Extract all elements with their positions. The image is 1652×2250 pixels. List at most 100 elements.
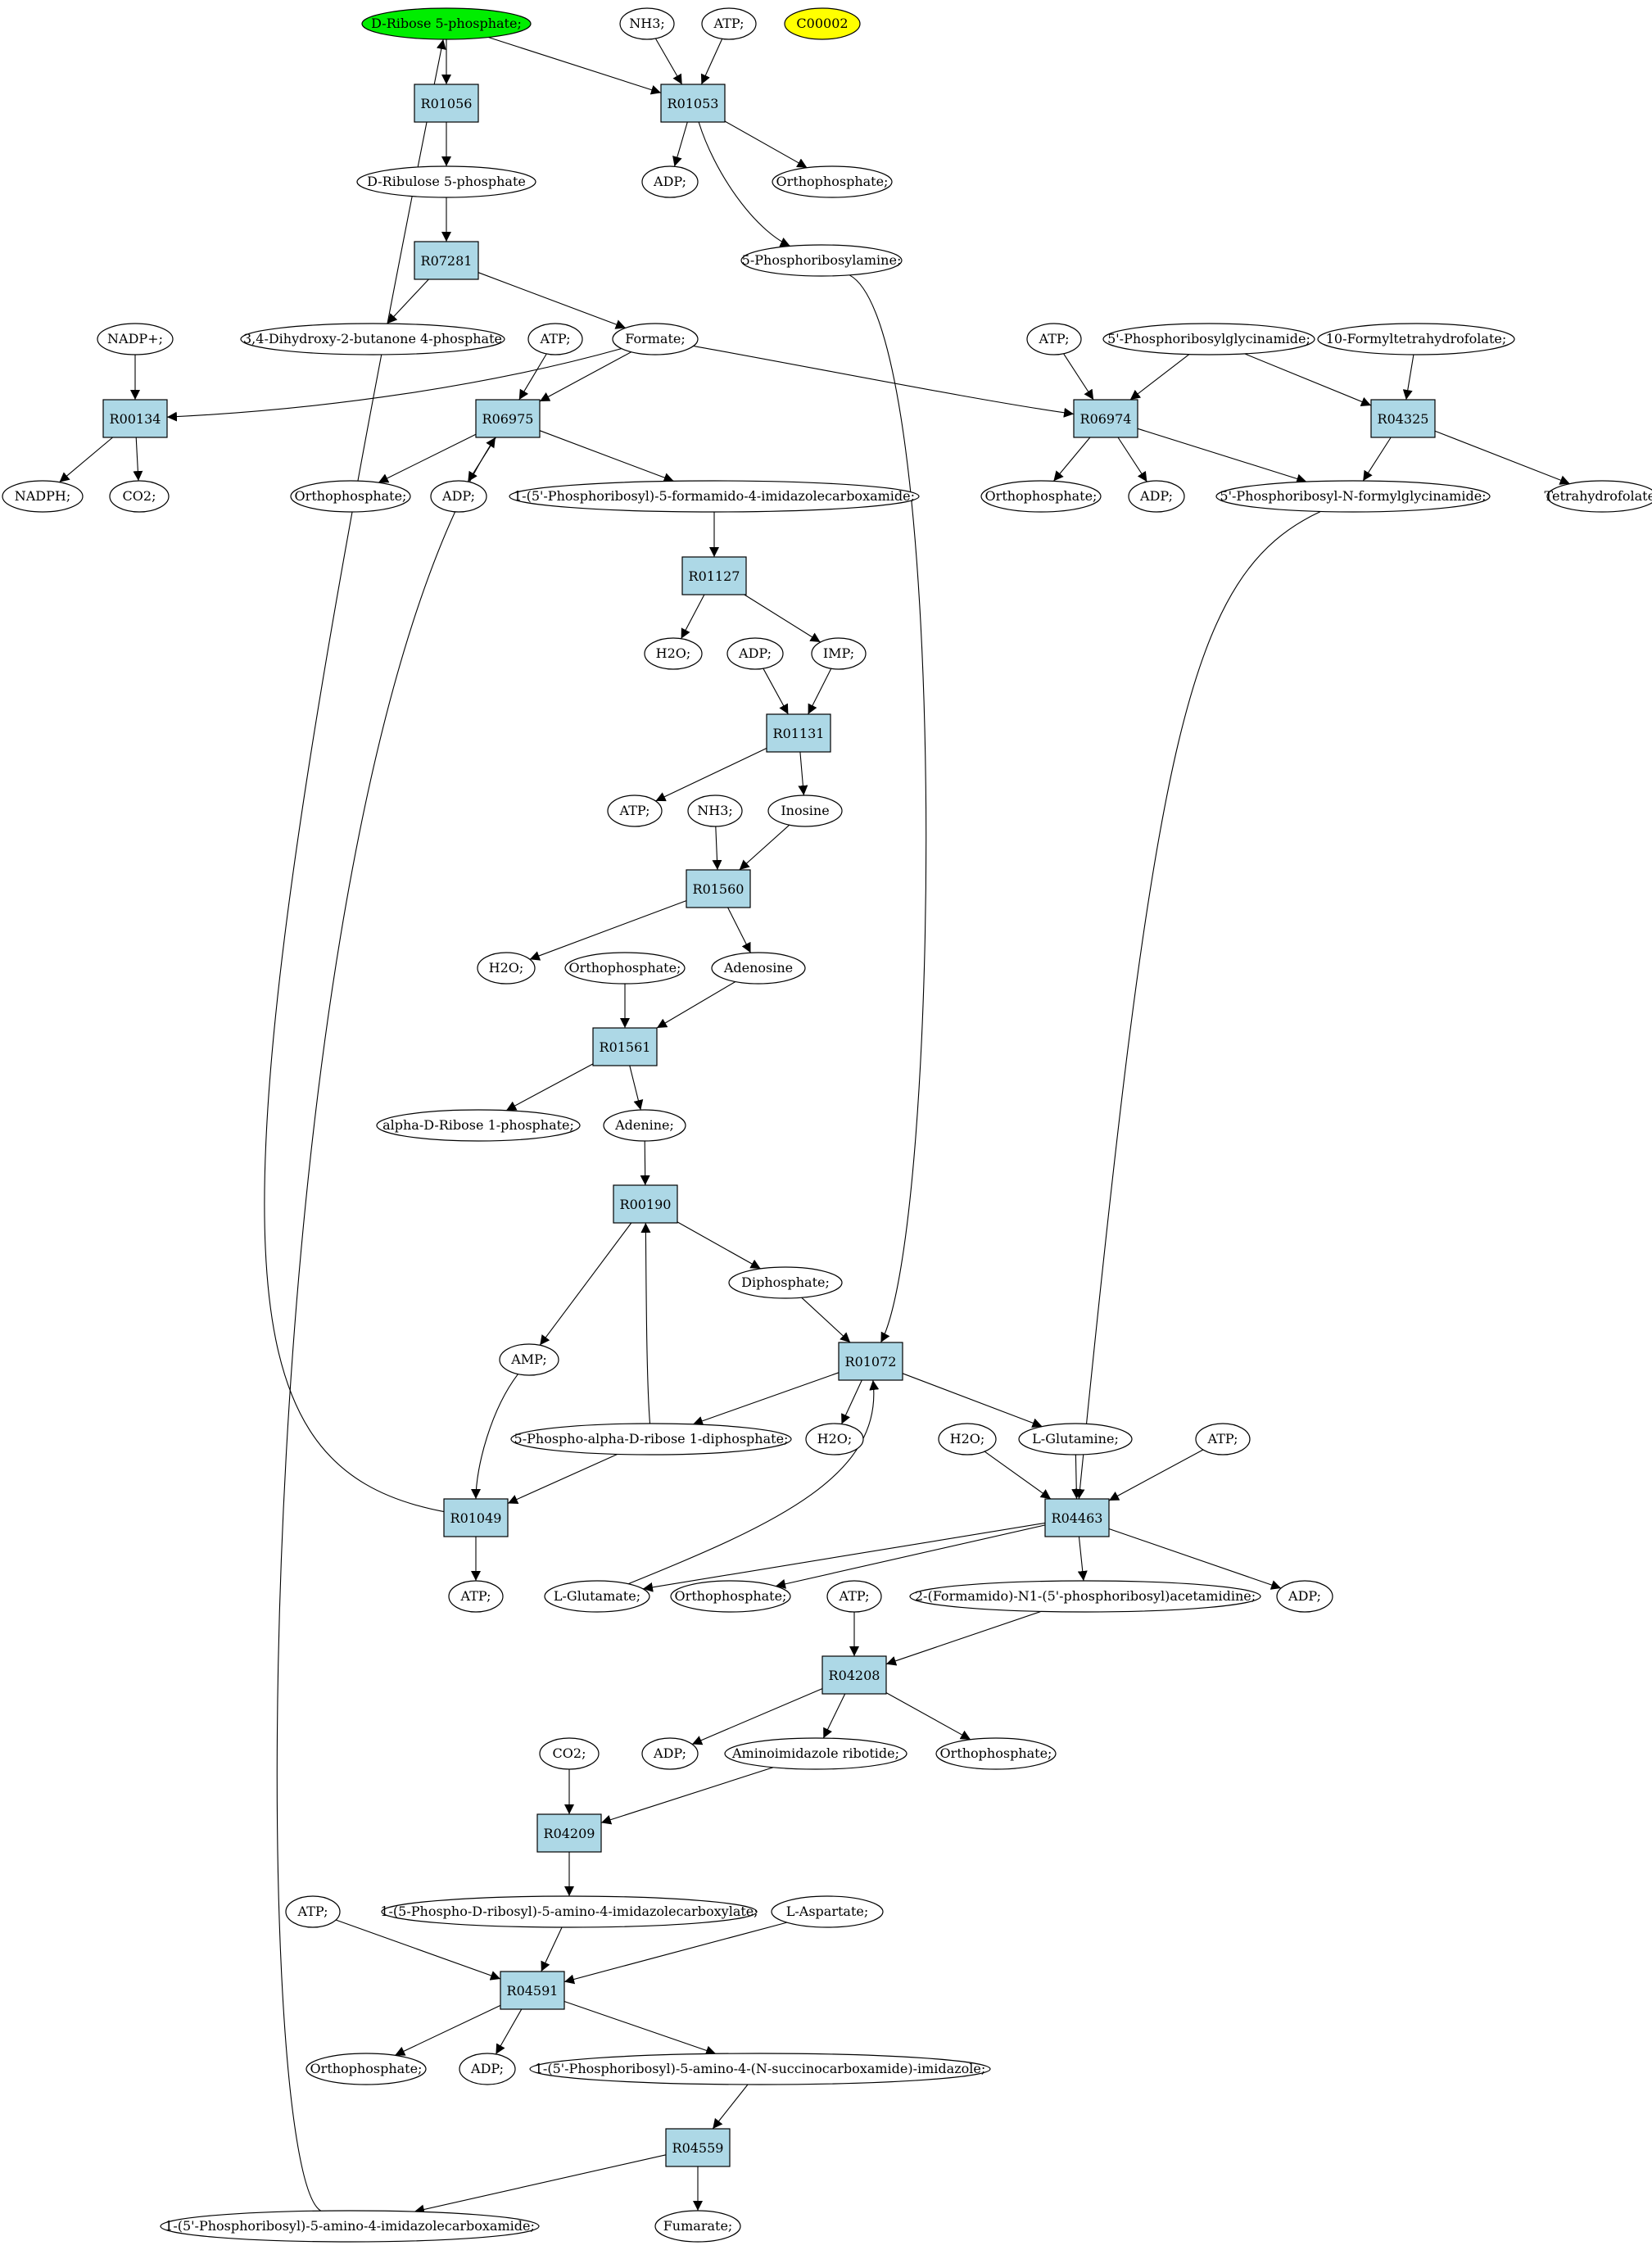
metabolite-node-inosine[interactable]: Inosine <box>767 795 843 827</box>
metabolite-ellipse <box>670 1580 791 1613</box>
metabolite-node-atp_g[interactable]: ATP; <box>826 1580 882 1613</box>
reaction-node-r04209[interactable]: R04209 <box>536 1813 602 1853</box>
edge-glu-to-r01072 <box>627 1379 880 1585</box>
metabolite-node-ppi[interactable]: Diphosphate; <box>728 1266 843 1299</box>
reaction-node-r01127[interactable]: R01127 <box>681 556 747 595</box>
reaction-node-r01131[interactable]: R01131 <box>766 713 831 753</box>
metabolite-node-nadp[interactable]: NADP+; <box>97 323 174 355</box>
reaction-box <box>443 1498 509 1537</box>
metabolite-node-gar[interactable]: 5'-Phosphoribosylglycinamide; <box>1102 323 1315 355</box>
metabolite-node-prpp[interactable]: 5-Phospho-alpha-D-ribose 1-diphosphate; <box>510 1423 792 1455</box>
metabolite-node-nh3_a[interactable]: NH3; <box>619 7 675 40</box>
metabolite-node-pi_c[interactable]: Orthophosphate; <box>980 480 1102 513</box>
metabolite-node-fumarate[interactable]: Fumarate; <box>654 2210 741 2243</box>
metabolite-node-atp_b[interactable]: ATP; <box>527 323 583 355</box>
metabolite-node-glu[interactable]: L-Glutamate; <box>544 1580 650 1613</box>
metabolite-node-h2o_c[interactable]: H2O; <box>805 1423 864 1455</box>
metabolite-node-r1p[interactable]: alpha-D-Ribose 1-phosphate; <box>376 1109 581 1142</box>
reaction-node-r01056[interactable]: R01056 <box>414 84 479 123</box>
metabolite-node-amp[interactable]: AMP; <box>499 1343 559 1376</box>
metabolite-node-asp[interactable]: L-Aspartate; <box>771 1895 884 1928</box>
metabolite-node-adp_d[interactable]: ADP; <box>726 637 784 670</box>
reaction-node-r04325[interactable]: R04325 <box>1370 399 1436 438</box>
metabolite-node-fgam[interactable]: 2-(Formamido)-N1-(5'-phosphoribosyl)acet… <box>909 1580 1261 1613</box>
metabolite-node-atp_d[interactable]: ATP; <box>607 795 663 827</box>
edge-gar-to-r06974 <box>1129 354 1190 401</box>
metabolite-label: Diphosphate; <box>741 1274 830 1290</box>
metabolite-node-adenosine[interactable]: Adenosine <box>711 952 806 985</box>
metabolite-node-co2_a[interactable]: CO2; <box>109 480 170 513</box>
metabolite-ellipse <box>1102 323 1315 355</box>
metabolite-label: ATP; <box>460 1588 491 1604</box>
metabolite-node-atp_e[interactable]: ATP; <box>1195 1423 1251 1455</box>
metabolite-node-imp[interactable]: IMP; <box>811 637 867 670</box>
metabolite-node-adp_b[interactable]: ADP; <box>430 480 487 513</box>
metabolite-node-adp_f[interactable]: ADP; <box>641 1737 699 1770</box>
metabolite-node-adp_e[interactable]: ADP; <box>1276 1580 1333 1613</box>
metabolite-label: ATP; <box>540 331 571 346</box>
reaction-node-r04463[interactable]: R04463 <box>1044 1498 1110 1537</box>
reaction-node-r04208[interactable]: R04208 <box>821 1655 887 1695</box>
metabolite-label: NADP+; <box>107 331 163 346</box>
metabolite-node-atp_f[interactable]: ATP; <box>448 1580 504 1613</box>
reaction-node-r06975[interactable]: R06975 <box>475 399 541 438</box>
reaction-node-r04559[interactable]: R04559 <box>665 2128 731 2167</box>
metabolite-node-h2o_b[interactable]: H2O; <box>477 952 536 985</box>
metabolite-node-adp_c[interactable]: ADP; <box>1128 480 1185 513</box>
metabolite-node-atp_c[interactable]: ATP; <box>1026 323 1082 355</box>
metabolite-label: ATP; <box>1039 331 1070 346</box>
metabolite-node-ru5p[interactable]: D-Ribulose 5-phosphate <box>356 165 536 198</box>
metabolite-node-atp_h[interactable]: ATP; <box>285 1895 341 1928</box>
metabolite-node-adp_g[interactable]: ADP; <box>459 2053 516 2085</box>
metabolite-node-pi_a[interactable]: Orthophosphate; <box>772 165 893 198</box>
edge-prpp-to-r00190 <box>640 1222 651 1424</box>
metabolite-node-fgar[interactable]: 5'-Phosphoribosyl-N-formylglycinamide; <box>1215 480 1491 513</box>
metabolite-node-cair[interactable]: 1-(5-Phospho-D-ribosyl)-5-amino-4-imidaz… <box>380 1895 758 1928</box>
metabolite-node-h2o_d[interactable]: H2O; <box>938 1423 997 1455</box>
reaction-node-r01561[interactable]: R01561 <box>592 1027 658 1066</box>
metabolite-node-nh3_b[interactable]: NH3; <box>687 795 743 827</box>
metabolite-node-faicar[interactable]: 1-(5'-Phosphoribosyl)-5-formamido-4-imid… <box>509 480 920 513</box>
metabolite-ellipse <box>1026 323 1082 355</box>
reaction-node-r00190[interactable]: R00190 <box>613 1184 678 1224</box>
metabolite-node-ribose5p[interactable]: D-Ribose 5-phosphate; <box>361 7 532 40</box>
reaction-node-r06974[interactable]: R06974 <box>1073 399 1138 438</box>
reaction-node-r01560[interactable]: R01560 <box>686 869 751 908</box>
metabolite-node-h2o_a[interactable]: H2O; <box>644 637 703 670</box>
metabolite-label: NH3; <box>697 803 733 818</box>
metabolite-ellipse <box>499 1343 559 1376</box>
metabolite-node-pi_b[interactable]: Orthophosphate; <box>290 480 411 513</box>
metabolite-node-pra[interactable]: 5-Phosphoribosylamine; <box>740 244 903 277</box>
metabolite-node-pi_e[interactable]: Orthophosphate; <box>670 1580 791 1613</box>
reaction-node-r00134[interactable]: R00134 <box>102 399 168 438</box>
reaction-node-r01072[interactable]: R01072 <box>838 1342 903 1381</box>
reaction-label: R04559 <box>672 2140 724 2156</box>
metabolite-node-gln[interactable]: L-Glutamine; <box>1018 1423 1133 1455</box>
reaction-node-r07281[interactable]: R07281 <box>414 241 479 280</box>
metabolite-node-pi_f[interactable]: Orthophosphate; <box>935 1737 1057 1770</box>
metabolite-node-adenine[interactable]: Adenine; <box>603 1109 686 1142</box>
metabolite-node-atp_a[interactable]: ATP; <box>701 7 757 40</box>
metabolite-node-formate[interactable]: Formate; <box>612 323 699 355</box>
metabolite-node-saicar[interactable]: 1-(5'-Phosphoribosyl)-5-amino-4-(N-succi… <box>529 2053 991 2085</box>
metabolite-node-pi_d[interactable]: Orthophosphate; <box>564 952 686 985</box>
metabolite-node-co2_b[interactable]: CO2; <box>539 1737 600 1770</box>
metabolite-label: CO2; <box>123 488 156 504</box>
metabolite-label: Aminoimidazole ribotide; <box>731 1745 899 1761</box>
metabolite-ellipse <box>1317 323 1515 355</box>
metabolite-node-fthf[interactable]: 10-Formyltetrahydrofolate; <box>1317 323 1515 355</box>
metabolite-label: Orthophosphate; <box>295 488 407 504</box>
reaction-node-r04591[interactable]: R04591 <box>500 1971 565 2010</box>
metabolite-node-pi_g[interactable]: Orthophosphate; <box>306 2053 427 2085</box>
metabolite-node-thf[interactable]: Tetrahydrofolate; <box>1545 480 1652 513</box>
reaction-node-r01049[interactable]: R01049 <box>443 1498 509 1537</box>
reaction-node-r01053[interactable]: R01053 <box>660 84 726 123</box>
metabolite-node-c00002[interactable]: C00002 <box>784 7 861 40</box>
metabolite-node-dhbp[interactable]: 3,4-Dihydroxy-2-butanone 4-phosphate <box>240 323 505 355</box>
metabolite-node-adp_a[interactable]: ADP; <box>641 165 699 198</box>
metabolite-node-nadph[interactable]: NADPH; <box>2 480 84 513</box>
metabolite-node-air[interactable]: Aminoimidazole ribotide; <box>724 1737 907 1770</box>
metabolite-ellipse <box>612 323 699 355</box>
edge-r01049-to-ribose5p <box>264 38 446 1513</box>
metabolite-node-aicar[interactable]: 1-(5'-Phosphoribosyl)-5-amino-4-imidazol… <box>160 2210 540 2243</box>
